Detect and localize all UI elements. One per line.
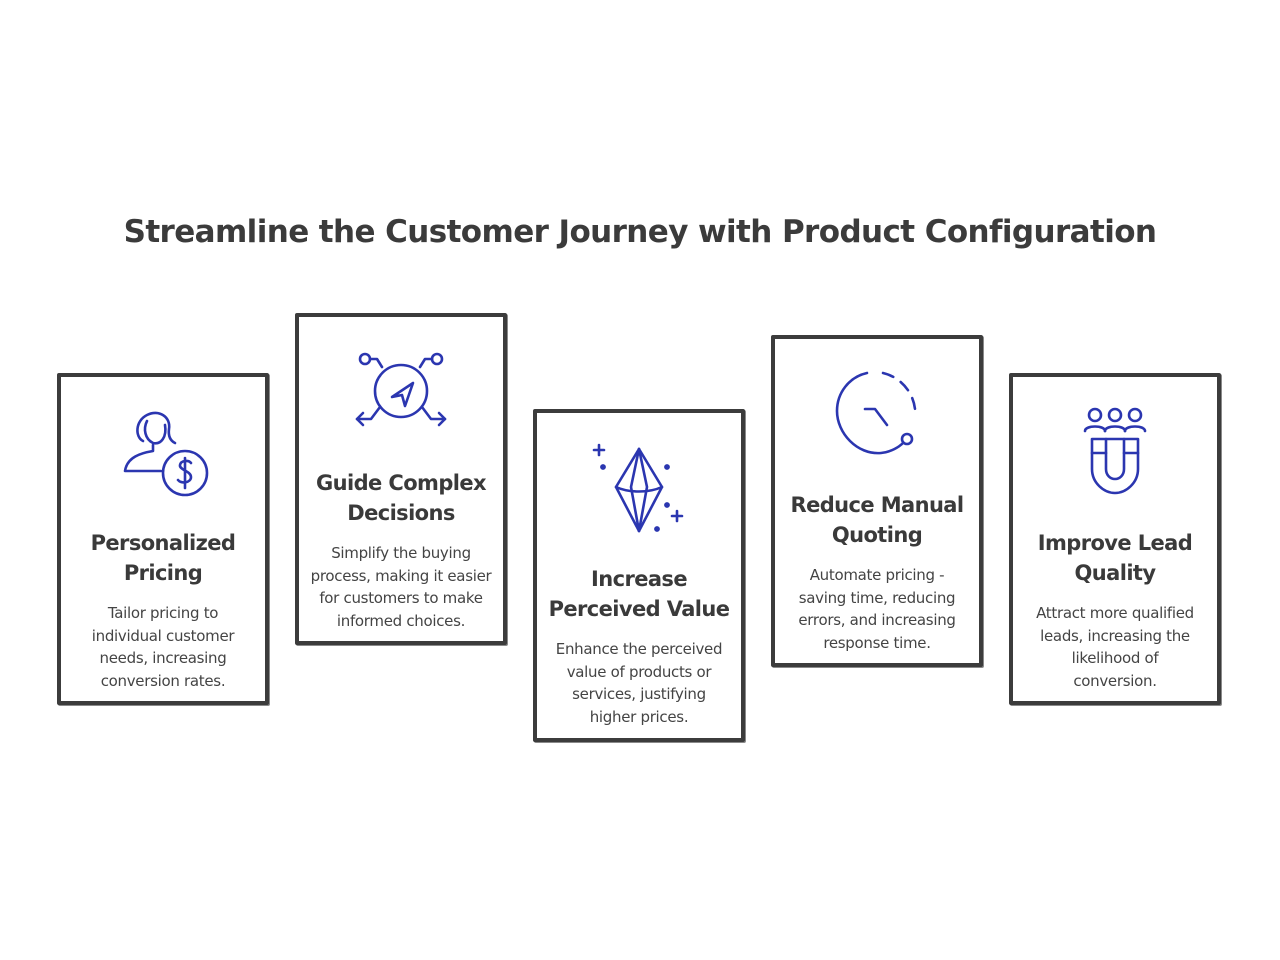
navigation-compass-icon xyxy=(355,352,447,427)
person-dollar-icon xyxy=(123,411,209,497)
diagram-title: Streamline the Customer Journey with Pro… xyxy=(123,214,1157,250)
dashed-clock-icon xyxy=(835,371,917,455)
diamond-icon xyxy=(592,443,684,533)
people-magnet-icon xyxy=(1083,407,1147,495)
